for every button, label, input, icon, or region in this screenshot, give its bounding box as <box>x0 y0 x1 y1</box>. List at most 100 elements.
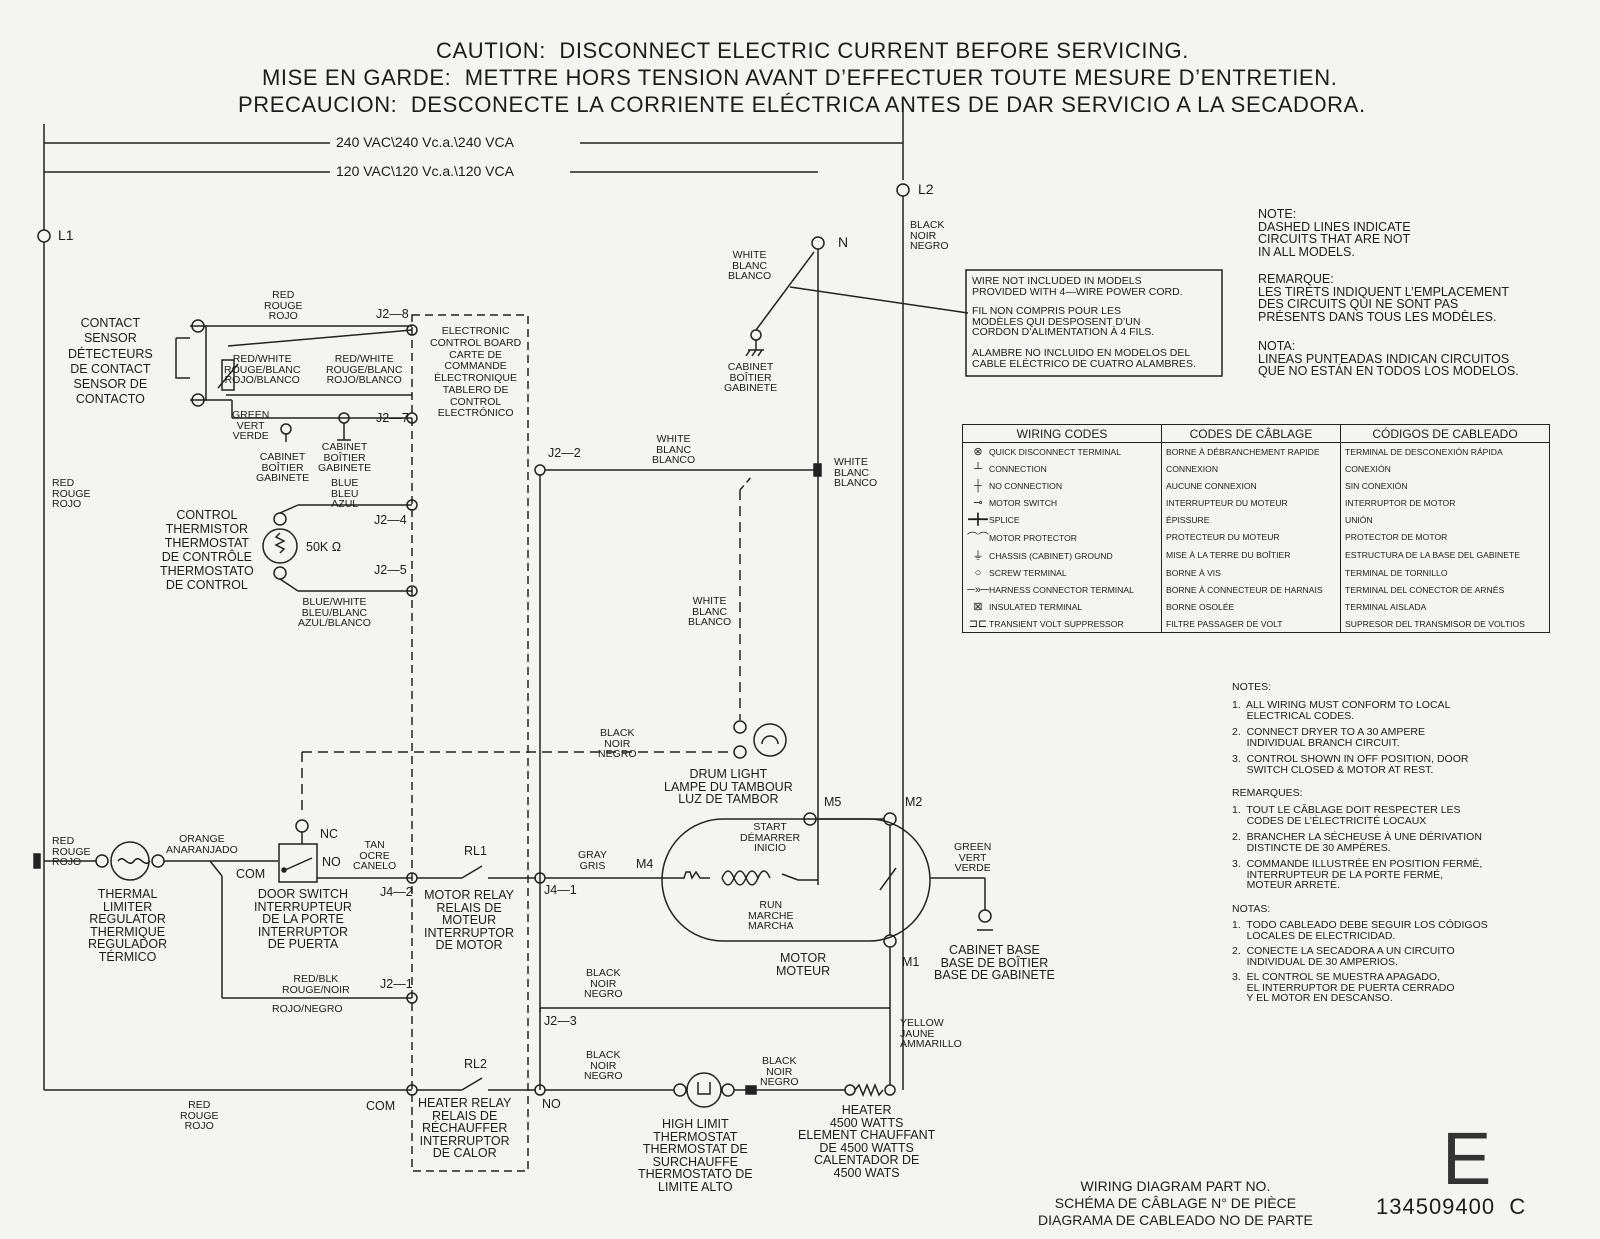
code-es: ESTRUCTURA DE LA BASE DEL GABINETE <box>1340 546 1550 564</box>
pin-j42: J4—2 <box>380 885 413 899</box>
pin-m4: M4 <box>636 857 654 871</box>
wire-black-l2: BLACK NOIR NEGRO <box>910 219 949 252</box>
code-es: SIN CONEXIÓN <box>1340 477 1550 494</box>
notes-fr-2: 2. BRANCHER LA SÉCHEUSE À UNE DÉRIVATION… <box>1232 831 1482 854</box>
code-es: TERMINAL DEL CONECTOR DE ARNÉS <box>1340 581 1550 598</box>
code-fr: BORNE OSOLÉE <box>1161 598 1341 615</box>
l2-terminal <box>896 183 910 197</box>
cabinet-label-n: CABINET BOÎTIER GABINETE <box>724 361 778 394</box>
heater-relay-label: HEATER RELAY RELAIS DE RÉCHAUFFER INTERR… <box>418 1096 512 1160</box>
screw-terminal-icon: ○ <box>974 566 982 579</box>
wire-yellow: YELLOW JAUNE AMMARILLO <box>900 1017 962 1050</box>
code-es: SUPRESOR DEL TRANSMISOR DE VOLTIOS <box>1340 615 1550 633</box>
n-label: N <box>838 234 849 250</box>
note-dashed-fr: REMARQUE: LES TIRETS INDIQUENT L’EMPLACE… <box>1258 272 1509 324</box>
wire-black-thermo: BLACK NOIR NEGRO <box>760 1055 799 1088</box>
pin-m5: M5 <box>824 795 842 809</box>
pin-j41: J4—1 <box>544 883 577 897</box>
pin-m1: M1 <box>902 955 920 969</box>
code-en: NO CONNECTION <box>989 480 1063 491</box>
codes-header-fr: CODES DE CÂBLAGE <box>1161 424 1341 443</box>
notes-es-2: 2. CONECTE LA SECADORA A UN CIRCUITO IND… <box>1232 945 1455 968</box>
wire-white-right: WHITE BLANC BLANCO <box>834 456 878 489</box>
code-fr: INTERRUPTEUR DU MOTEUR <box>1161 494 1341 511</box>
pin-j23: J2—3 <box>544 1014 577 1028</box>
code-en: INSULATED TERMINAL <box>989 602 1083 612</box>
code-en: CONNECTION <box>989 463 1047 474</box>
wire-tan: TAN OCRE CANELO <box>353 839 397 872</box>
motor-switch-icon: ⊸ <box>973 497 983 509</box>
motor-label: MOTOR MOTEUR <box>776 951 831 978</box>
chassis-ground-icon: ⏚ <box>972 550 984 562</box>
notes-fr-3: 3. COMMANDE ILLUSTRÉE EN POSITION FERMÉ,… <box>1232 858 1483 891</box>
harness-connector-icon: ─»─ <box>967 583 989 596</box>
footer-title: WIRING DIAGRAM PART NO. SCHÉMA DE CÂBLAG… <box>1038 1178 1313 1229</box>
code-es: PROTECTOR DE MOTOR <box>1340 528 1550 546</box>
cabinet-base-label: CABINET BASE BASE DE BOÎTIER BASE DE GAB… <box>934 943 1055 982</box>
code-fr: FILTRE PASSAGER DE VOLT <box>1161 615 1341 633</box>
wire-white-j22: WHITE BLANC BLANCO <box>652 433 696 466</box>
codes-header-es: CÓDIGOS DE CABLEADO <box>1340 424 1550 443</box>
cabinet-label-2: CABINET BOÎTIER GABINETE <box>318 441 372 474</box>
codes-header-en: WIRING CODES <box>962 424 1162 443</box>
motor-relay-label: MOTOR RELAY RELAIS DE MOTEUR INTERRUPTOR… <box>424 888 515 952</box>
code-es: UNIÓN <box>1340 511 1550 528</box>
pin-j25: J2—5 <box>374 563 407 577</box>
code-fr: BORNE À CONNECTEUR DE HARNAIS <box>1161 581 1341 598</box>
code-fr: ÉPISSURE <box>1161 511 1341 528</box>
ohm-label: 50K Ω <box>306 540 342 554</box>
wire-box-en: WIRE NOT INCLUDED IN MODELS PROVIDED WIT… <box>972 275 1183 298</box>
notes-fr-1: 1. TOUT LE CÂBLAGE DOIT RESPECTER LES CO… <box>1232 804 1461 827</box>
motor-protector-icon: ⌒⌒ <box>967 532 989 544</box>
code-fr: MISE À LA TERRE DU BOÎTIER <box>1161 546 1341 564</box>
wire-red-left: RED ROUGE ROJO <box>52 477 91 510</box>
wire-white-n: WHITE BLANC BLANCO <box>728 249 772 282</box>
notes-en-2: 2. CONNECT DRYER TO A 30 AMPERE INDIVIDU… <box>1232 726 1425 749</box>
contact-sensor-label: CONTACT SENSOR DÉTECTEURS DE CONTACT SEN… <box>68 316 153 407</box>
wire-white-lamp: WHITE BLANC BLANCO <box>688 595 732 628</box>
wire-black-heater: BLACK NOIR NEGRO <box>584 1049 623 1082</box>
quick-disconnect-icon: ⊗ <box>973 446 983 458</box>
wire-gray: GRAY GRIS <box>578 849 607 872</box>
pin-j28: J2—8 <box>376 307 409 321</box>
code-fr: AUCUNE CONNEXION <box>1161 477 1341 494</box>
code-es: INTERRUPTOR DE MOTOR <box>1340 494 1550 511</box>
door-switch-label: DOOR SWITCH INTERRUPTEUR DE LA PORTE INT… <box>254 887 352 951</box>
insulated-terminal-icon: ⊠ <box>973 601 983 613</box>
splice-icon: ━╋━ <box>968 514 988 526</box>
start-label: START DÉMARRER INICIO <box>740 821 801 854</box>
code-es: CONEXIÓN <box>1340 460 1550 477</box>
note-dashed-en: NOTE: DASHED LINES INDICATE CIRCUITS THA… <box>1258 207 1411 259</box>
wire-orange: ORANGE ANARANJADO <box>166 833 238 856</box>
transient-suppressor-icon: ⊐⊏ <box>968 618 988 630</box>
wire-red-limiter: RED ROUGE ROJO <box>52 835 91 868</box>
wire-red-white-2: RED/WHITE ROUGE/BLANC ROJO/BLANCO <box>326 353 403 386</box>
notes-en-title: NOTES: <box>1232 681 1272 693</box>
caution-line-en: CAUTION: DISCONNECT ELECTRIC CURRENT BEF… <box>436 38 1189 63</box>
note-dashed-es: NOTA: LINEAS PUNTEADAS INDICAN CIRCUITOS… <box>1258 339 1519 378</box>
cabinet-label-1: CABINET BOÎTIER GABINETE <box>256 451 310 484</box>
no-connection-icon: ┼ <box>974 479 982 492</box>
code-fr: PROTECTEUR DU MOTEUR <box>1161 528 1341 546</box>
code-en: MOTOR SWITCH <box>989 498 1058 508</box>
notes-en-3: 3. CONTROL SHOWN IN OFF POSITION, DOOR S… <box>1232 753 1469 776</box>
code-es: TERMINAL DE DESCONEXIÓN RÁPIDA <box>1340 442 1550 460</box>
connection-icon: ┴ <box>974 462 982 475</box>
high-limit-label: HIGH LIMIT THERMOSTAT THERMOSTAT DE SURC… <box>638 1117 753 1194</box>
wire-green-sensor: GREEN VERT VERDE <box>232 409 270 442</box>
pin-com: COM <box>236 867 266 881</box>
wire-rojo-negro: ROJO/NEGRO <box>272 1003 343 1015</box>
code-es: TERMINAL AISLADA <box>1340 598 1550 615</box>
notes-en-1: 1. ALL WIRING MUST CONFORM TO LOCAL ELEC… <box>1232 699 1451 722</box>
rl1-label: RL1 <box>464 844 487 858</box>
wire-black-lamp: BLACK NOIR NEGRO <box>598 727 637 760</box>
l1-label: L1 <box>58 227 74 243</box>
code-fr: CONNEXION <box>1161 460 1341 477</box>
code-en: SCREW TERMINAL <box>989 567 1067 578</box>
voltage-120-label: 120 VAC\120 Vc.a.\120 VCA <box>336 163 514 179</box>
code-fr: BORNE À VIS <box>1161 564 1341 581</box>
l2-label: L2 <box>918 181 934 197</box>
code-fr: BORNE À DÉBRANCHEMENT RAPIDE <box>1161 442 1341 460</box>
notes-es-3: 3. EL CONTROL SE MUESTRA APAGADO, EL INT… <box>1232 971 1455 1004</box>
